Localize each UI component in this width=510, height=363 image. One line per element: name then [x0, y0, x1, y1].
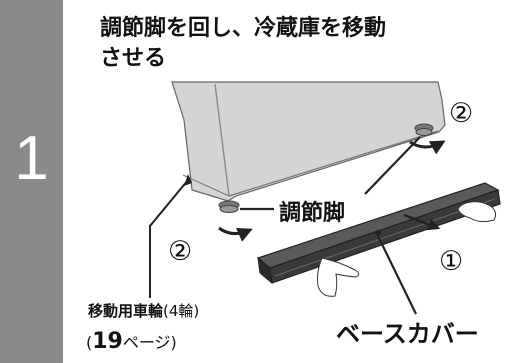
adjuster-leader-line-rear: [364, 136, 421, 195]
adjuster-foot-rear: [414, 123, 434, 136]
page-reference-open: (: [86, 333, 93, 352]
hand-left-illustration: [317, 257, 360, 297]
caster-label-text: 移動用車輪: [88, 302, 164, 320]
step-heading-line2: させる: [100, 46, 167, 71]
turn-arrow-front: [218, 226, 253, 242]
hand-right-illustration: [457, 201, 497, 223]
base-cover-leader-line: [377, 235, 417, 315]
refrigerator-illustration: [171, 81, 446, 202]
step-sidebar: 1: [0, 0, 63, 363]
caster-leader-line: [149, 179, 189, 298]
marker-1: ①: [439, 246, 464, 277]
page-reference-suffix: ページ): [122, 333, 177, 352]
caster-leader-arrowhead: [184, 174, 192, 186]
step-number: 1: [14, 124, 49, 193]
base-cover-label: ベースカバー: [336, 320, 479, 348]
page-reference-number: 19: [92, 329, 123, 354]
adjuster-label: 調節脚: [279, 201, 346, 226]
marker-2-front: ②: [168, 236, 193, 267]
pull-arrow: [403, 213, 441, 231]
caster-label: 移動用車輪(4輪): [88, 304, 199, 319]
step-heading-line1: 調節脚を回し、冷蔵庫を移動: [100, 16, 387, 41]
adjuster-foot-front: [218, 200, 240, 213]
marker-2-rear: ②: [449, 98, 474, 129]
caster-count: (4輪): [163, 302, 200, 320]
page-reference: (19ページ): [86, 331, 177, 353]
